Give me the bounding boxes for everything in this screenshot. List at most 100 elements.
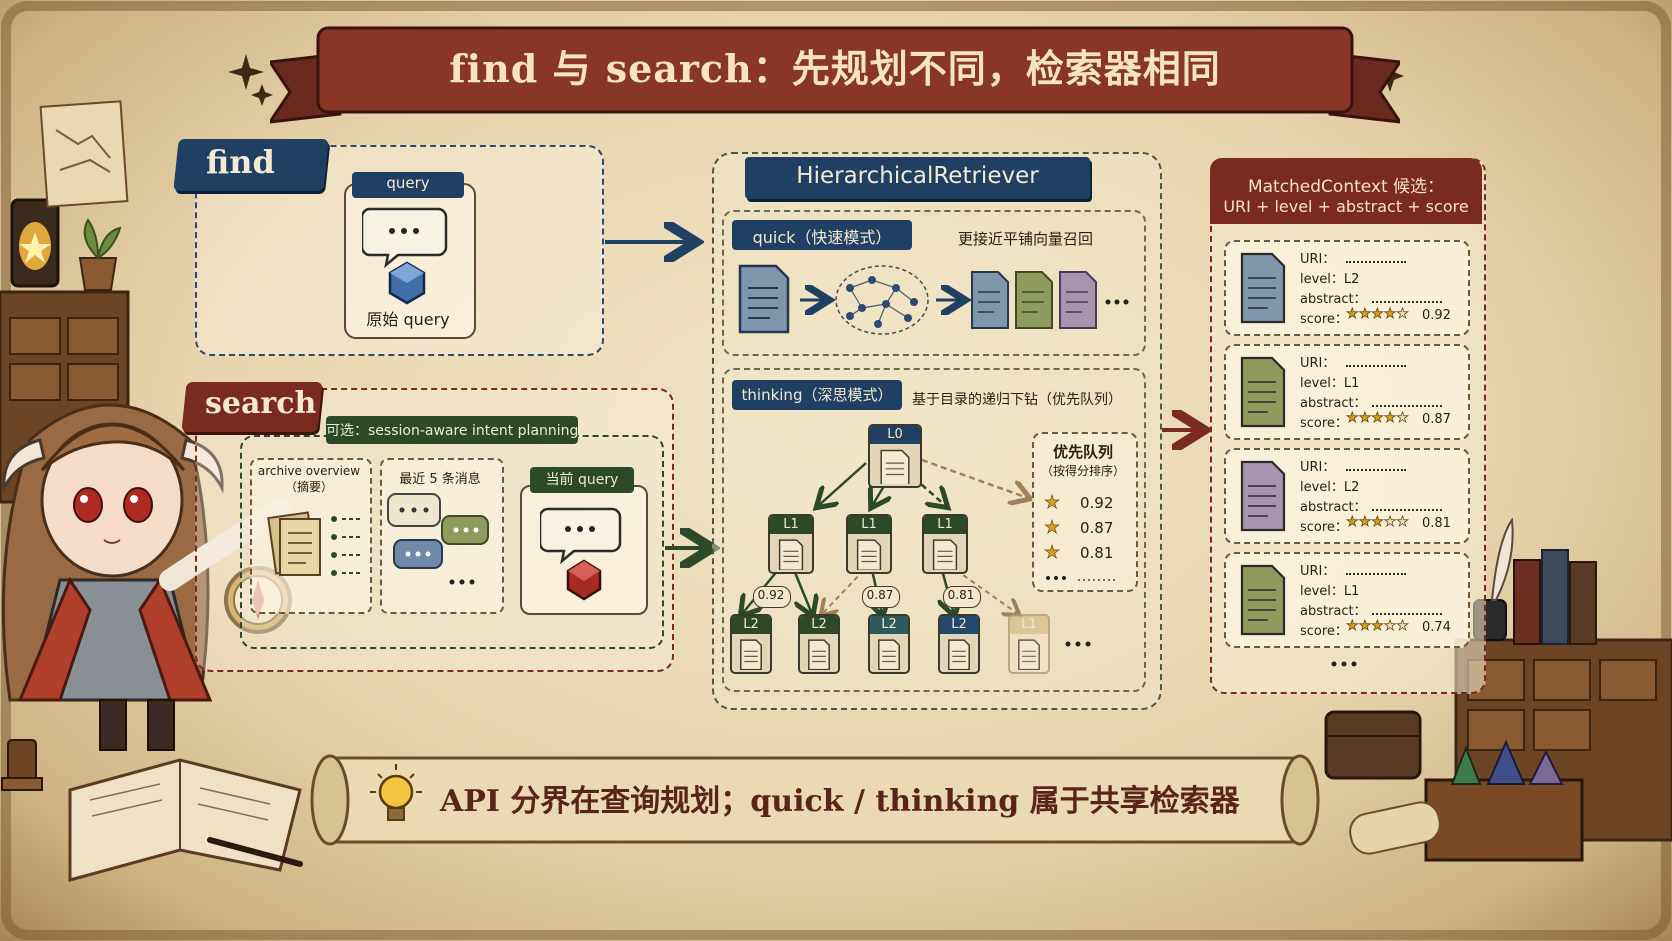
- matched-card-field: score：: [1300, 624, 1348, 639]
- red-gem-icon: [566, 559, 602, 601]
- tree-node: L2: [798, 614, 840, 674]
- star-rating: ★★★★★: [1346, 410, 1409, 427]
- star-icon: ★: [1358, 514, 1372, 531]
- speech-bubble-icon: [441, 515, 489, 545]
- document-icon: [1240, 252, 1286, 324]
- document-icon: [1059, 271, 1097, 329]
- star-icon: ★: [1358, 306, 1372, 323]
- document-icon: [808, 639, 830, 670]
- lightbulb-icon: [370, 764, 422, 821]
- document-icon: [880, 449, 910, 484]
- matched-card-field: URI：: [1300, 564, 1336, 579]
- character-illustration: [1, 403, 291, 751]
- blue-gem-icon: [388, 261, 426, 305]
- tree-node-label: L2: [800, 616, 838, 634]
- map-poster-icon: [39, 100, 129, 208]
- plant-icon: [78, 218, 122, 291]
- archive-overview-label: archive overview （摘要）: [257, 464, 361, 494]
- priority-queue-score: 0.81: [1080, 544, 1114, 562]
- star-icon: ★: [1383, 514, 1397, 531]
- priority-queue-box: [1032, 432, 1138, 592]
- priority-queue-subtitle: （按得分排序）: [1040, 464, 1125, 478]
- placeholder-dots: [1346, 469, 1406, 471]
- ellipsis-icon: [449, 579, 475, 585]
- open-book-icon: [68, 758, 303, 882]
- matched-card-field: URI：: [1300, 252, 1336, 267]
- intent-planning-label: 可选：session-aware intent planning: [326, 423, 579, 439]
- tree-node-label: L1: [848, 516, 890, 534]
- tree-node: L2: [868, 614, 910, 674]
- document-stack-icon: [267, 511, 321, 576]
- matched-card-field: score：: [1300, 312, 1348, 327]
- ellipsis-icon: [1331, 661, 1357, 667]
- edge-score-label: 0.92: [757, 588, 785, 602]
- find-query-tag: [352, 172, 464, 198]
- tree-node: L1: [846, 514, 892, 574]
- document-icon: [878, 639, 900, 670]
- star-icon: ★: [1383, 618, 1397, 635]
- star-icon: ★: [1346, 410, 1359, 427]
- placeholder-dots: [1346, 261, 1406, 263]
- current-query-label: 当前 query: [545, 472, 619, 488]
- thinking-mode-box: [722, 368, 1146, 692]
- lantern-icon: [10, 198, 60, 288]
- document-icon: [948, 639, 970, 670]
- star-icon: ★: [1396, 306, 1409, 323]
- crystal-box-icon: [1424, 739, 1584, 862]
- star-icon: ★: [1371, 410, 1384, 427]
- document-icon: [1018, 639, 1040, 670]
- document-icon: [856, 539, 882, 570]
- matched-card-field: abstract：: [1300, 292, 1367, 307]
- star-icon: ★: [1371, 306, 1384, 323]
- scroll-roll-icon: [1349, 801, 1441, 855]
- matched-card-field: score：: [1300, 416, 1348, 431]
- document-icon: [1240, 356, 1286, 428]
- page-title: find 与 search：先规划不同，检索器相同: [449, 46, 1221, 91]
- matched-card-field: score：: [1300, 520, 1348, 535]
- star-rating: ★★★★★: [1346, 514, 1409, 531]
- matched-card-field: level：L1: [1300, 376, 1360, 391]
- star-icon: ★: [1346, 306, 1359, 323]
- books-icon: [1513, 549, 1597, 645]
- matched-context-header: [1210, 158, 1482, 224]
- tree-node: L1: [768, 514, 814, 574]
- tree-node: L1: [1008, 614, 1050, 674]
- edge-score-label: 0.81: [947, 588, 975, 602]
- matched-card-score: 0.87: [1422, 412, 1451, 427]
- star-icon: ★: [1044, 492, 1061, 514]
- matched-card-score: 0.74: [1422, 620, 1451, 635]
- edge-score-label: 0.87: [866, 588, 894, 602]
- search-tag-label: search: [205, 386, 317, 421]
- vector-cluster-icon: [835, 265, 929, 335]
- find-query-tag-label: query: [386, 174, 430, 192]
- placeholder-dots: [1372, 405, 1442, 407]
- speech-bubble-icon: [362, 207, 448, 269]
- quick-flow-illustration: [738, 264, 1129, 335]
- footer-scroll: [310, 754, 1320, 846]
- tree-node-label: L2: [940, 616, 978, 634]
- document-icon: [740, 639, 762, 670]
- document-icon: [778, 539, 804, 570]
- tree-node-label: L1: [924, 516, 966, 534]
- tree-node-label: L2: [732, 616, 770, 634]
- star-icon: ★: [1358, 618, 1372, 635]
- edge-score-chip: [862, 586, 900, 608]
- star-icon: ★: [1044, 517, 1061, 539]
- placeholder-dots: [1372, 613, 1442, 615]
- intent-planning-tag: [326, 416, 578, 444]
- star-icon: ★: [1358, 410, 1372, 427]
- matched-context-subtitle: URI + level + abstract + score: [1223, 197, 1469, 216]
- star-icon: ★: [1371, 618, 1384, 635]
- retriever-title-tag: [745, 157, 1090, 199]
- document-icon: [932, 539, 958, 570]
- matched-card-field: abstract：: [1300, 500, 1367, 515]
- star-icon: ★: [1346, 618, 1359, 635]
- matched-card-field: abstract：: [1300, 604, 1367, 619]
- edge-score-chip: [943, 586, 981, 608]
